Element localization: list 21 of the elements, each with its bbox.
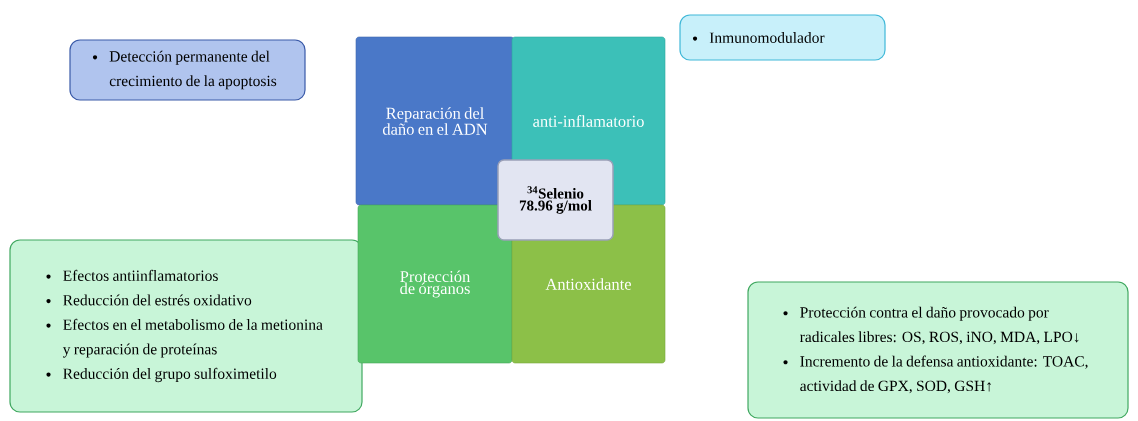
element-box	[497, 159, 614, 241]
list-item: Efectos en el metabolismo de la metionina y reparación de proteínas	[46, 318, 323, 358]
element-label: $^{34}$Selenio	[527, 186, 584, 199]
element-label: 78.96 g/mol	[519, 200, 592, 214]
callout-box	[9, 239, 363, 413]
quadrant-label: Antioxidante	[545, 278, 631, 290]
list-item: Efectos antiinflamatorios	[46, 269, 218, 281]
callout-box	[747, 281, 1129, 419]
quadrant-label: Reparación del daño en el ADN	[382, 107, 488, 135]
list-item: Incremento de la defensa antioxidante: TOAC, actividad de GPX, SOD, GSH↑	[783, 355, 1088, 394]
list-item: Reducción del estrés oxidativo	[46, 294, 252, 306]
list-item: Reducción del grupo sulfoximetilo	[46, 367, 277, 383]
quadrant-label: anti-inflamatorio	[533, 115, 644, 127]
quadrant-box	[357, 204, 513, 364]
list-item: Inmunomodulador	[692, 32, 825, 43]
callout-box	[679, 14, 886, 61]
list-item: Protección contra el daño provocado por radicales libres: OS, ROS, iNO, MDA, LPO↓	[783, 306, 1079, 345]
quadrant-box	[355, 36, 515, 206]
list-item: Detección permanente del crecimiento de la apoptosis	[92, 50, 277, 90]
quadrant-label: Protección de órganos	[400, 270, 471, 298]
callout-box	[69, 39, 306, 101]
